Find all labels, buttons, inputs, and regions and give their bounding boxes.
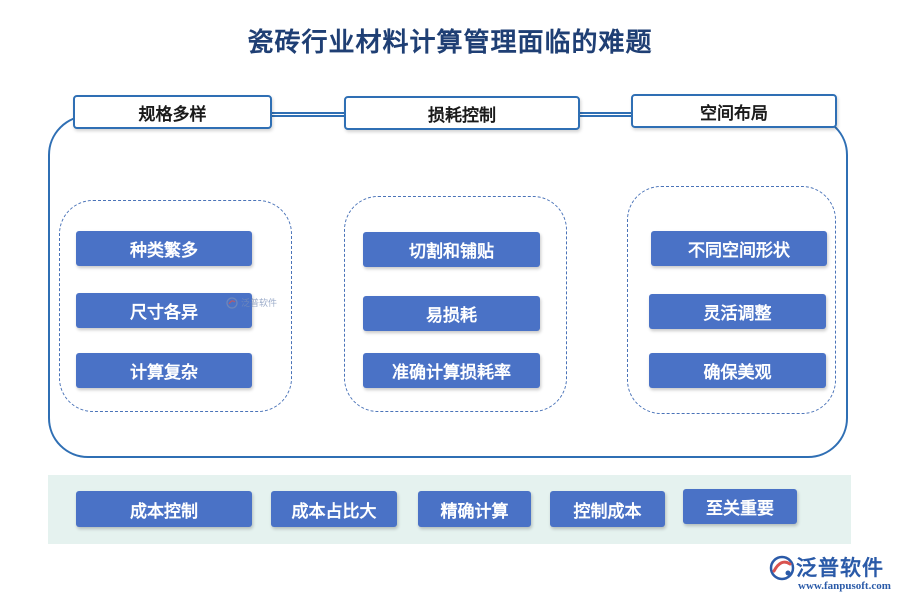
item-loss-rate: 准确计算损耗率 xyxy=(363,353,540,388)
brand-logo-icon xyxy=(769,555,795,581)
page-title: 瓷砖行业材料计算管理面临的难题 xyxy=(247,28,653,58)
watermark-logo-icon xyxy=(226,296,238,309)
group-loss-control xyxy=(344,196,567,412)
category-tab-specs: 规格多样 xyxy=(73,95,272,129)
item-variety: 种类繁多 xyxy=(76,231,252,266)
item-complex-calc: 计算复杂 xyxy=(76,353,252,388)
watermark-text: 泛普软件 xyxy=(241,299,278,309)
brand-url: www.fanpusoft.com xyxy=(798,580,891,592)
item-flexible: 灵活调整 xyxy=(649,294,826,329)
item-space-shape: 不同空间形状 xyxy=(651,231,827,266)
tab-connector xyxy=(271,112,345,114)
bottom-item-control-cost: 控制成本 xyxy=(550,491,665,527)
group-specs xyxy=(59,200,292,412)
bottom-item-large-share: 成本占比大 xyxy=(271,491,397,527)
category-tab-space-layout: 空间布局 xyxy=(631,94,837,128)
brand-logo: 泛普软件 www.fanpusoft.com xyxy=(768,552,894,596)
brand-name: 泛普软件 xyxy=(796,556,884,580)
item-aesthetic: 确保美观 xyxy=(649,353,826,388)
group-space-layout xyxy=(627,186,836,414)
watermark: 泛普软件 xyxy=(226,296,277,309)
bottom-item-cost-control: 成本控制 xyxy=(76,491,252,527)
bottom-item-precise-calc: 精确计算 xyxy=(418,491,531,527)
category-tab-loss-control: 损耗控制 xyxy=(344,96,580,130)
item-cut-lay: 切割和铺贴 xyxy=(363,232,540,267)
tab-connector xyxy=(579,112,632,114)
item-sizes: 尺寸各异 xyxy=(76,293,252,328)
bottom-item-crucial: 至关重要 xyxy=(683,489,797,524)
item-easy-loss: 易损耗 xyxy=(363,296,540,331)
